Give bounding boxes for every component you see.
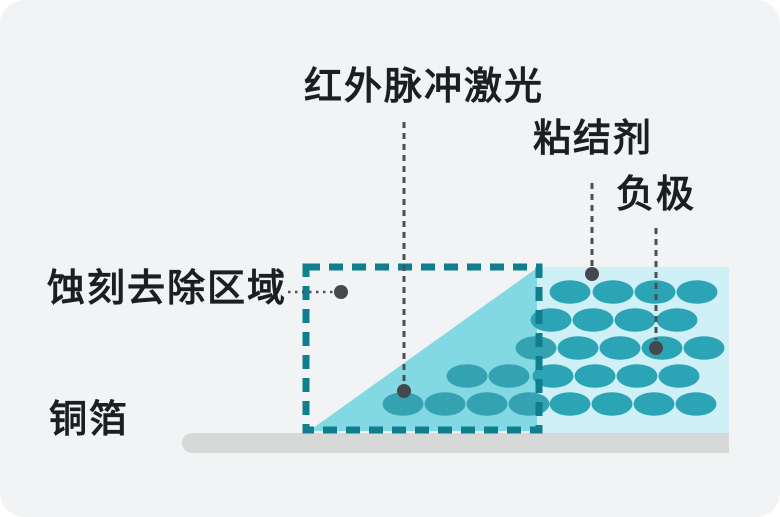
anode-particle [508,392,550,416]
anode-particle [633,392,675,416]
anode-particle [634,280,676,304]
anode-particle [676,280,718,304]
anode-particle [549,280,591,304]
anode-particle [656,308,698,332]
anode-particle [549,392,591,416]
copper-foil-label: 铜箔 [49,399,130,441]
anode-particle [574,364,616,388]
etch-region-outline [302,263,543,434]
anode-particle [488,364,530,388]
anode-particle [591,392,633,416]
anode-particle [599,336,641,360]
anode-particle [466,392,508,416]
anode-particle [424,392,466,416]
binder-leader-dot [585,267,599,281]
anode-particle [683,336,725,360]
anode-particle [557,336,599,360]
anode-label: 负极 [616,174,697,216]
laser-leader-dot [397,384,411,398]
anode-particle [658,364,700,388]
anode-particle [572,308,614,332]
anode-particle [532,364,574,388]
anode-particle [614,308,656,332]
anode-particle [675,392,717,416]
anode-particle [592,280,634,304]
anode-particle [515,336,557,360]
anode-particle [446,364,488,388]
etch-region-label: 蚀刻去除区域 [47,268,288,310]
binder-label: 粘结剂 [533,118,654,160]
laser-label: 红外脉冲激光 [303,66,545,108]
etch-leader-dot [334,285,348,299]
anode-leader-dot [649,341,663,355]
anode-particle [616,364,658,388]
copper-foil-bar [182,433,729,453]
etched-wedge-triangle [309,268,537,431]
anode-particle [382,392,424,416]
